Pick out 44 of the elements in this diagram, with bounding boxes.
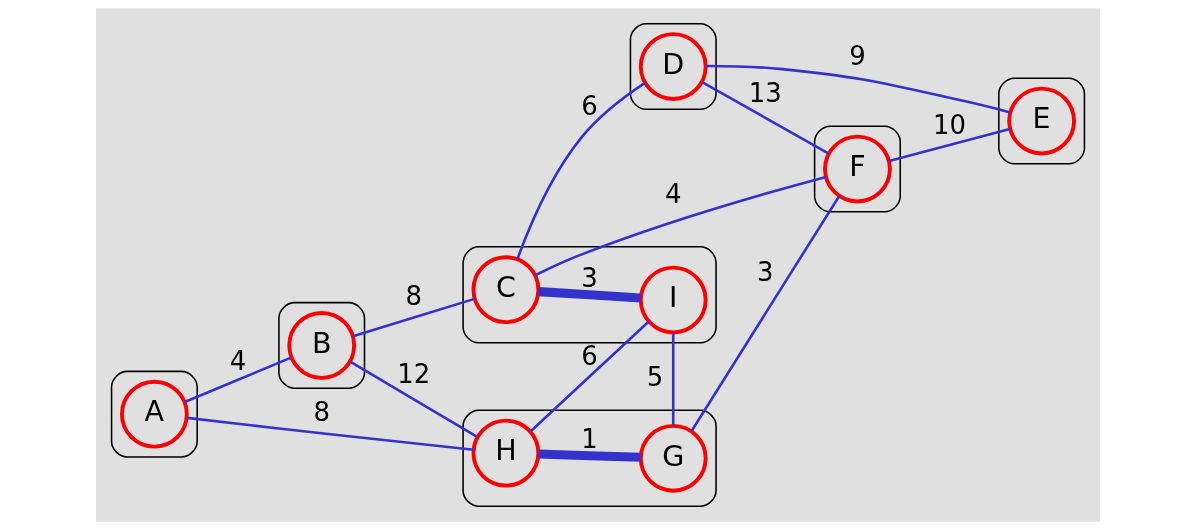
connector	[671, 332, 675, 426]
cluster	[462, 246, 717, 344]
edge-label: 9	[849, 41, 866, 72]
connector	[888, 127, 1011, 163]
node-circle: D	[638, 32, 708, 101]
edge-label: 6	[581, 340, 598, 371]
edge-label: 4	[664, 178, 682, 209]
node-circle: G	[638, 423, 708, 493]
node-circle: F	[823, 134, 892, 204]
cluster	[629, 22, 717, 111]
cluster	[998, 77, 1086, 165]
edge-label: 3	[581, 263, 598, 294]
connector	[690, 195, 841, 432]
edge-label: 4	[229, 346, 247, 377]
cluster	[278, 301, 366, 389]
edge-label: 1	[581, 423, 598, 454]
edge-label: 5	[646, 361, 664, 392]
edge-label: 10	[933, 109, 967, 140]
connector	[538, 449, 641, 462]
connector	[538, 287, 641, 303]
connector	[349, 360, 478, 438]
edge-label: 3	[757, 256, 774, 287]
edge-label: 12	[397, 359, 431, 390]
connector	[701, 80, 829, 155]
cluster	[813, 125, 901, 213]
connector	[186, 416, 474, 452]
connector	[529, 320, 650, 433]
node-circle: A	[120, 379, 189, 449]
edge-label: 13	[748, 77, 782, 108]
cluster	[110, 370, 198, 458]
connector	[534, 175, 827, 277]
connector	[516, 81, 646, 260]
cluster	[462, 409, 717, 508]
edge-label: 8	[313, 396, 330, 427]
node-circle: C	[471, 255, 541, 324]
edge-label: 8	[405, 281, 423, 312]
connector	[352, 297, 475, 338]
node-circle: B	[287, 311, 357, 380]
node-circle: E	[1007, 86, 1076, 156]
edge-label: 6	[581, 90, 598, 121]
connector	[705, 64, 1011, 114]
node-circle: I	[638, 265, 708, 335]
node-circle: H	[471, 418, 541, 488]
connector	[184, 356, 292, 404]
